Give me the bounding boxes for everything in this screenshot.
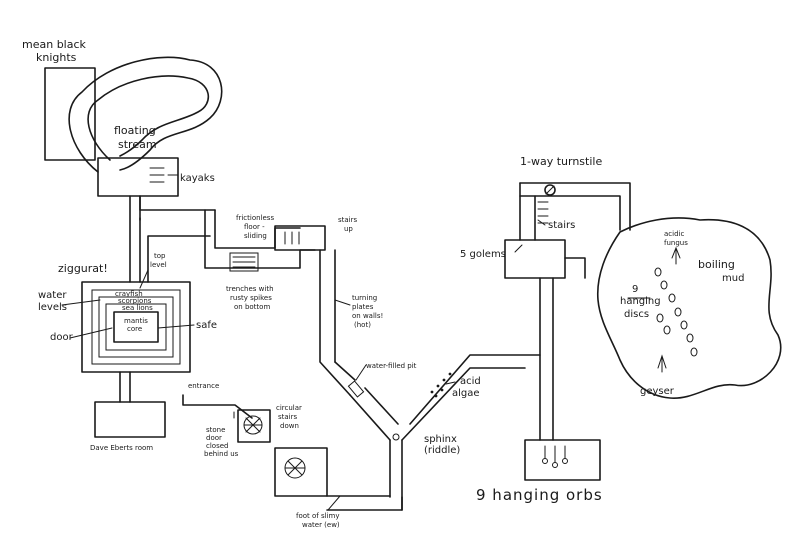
label-mean-black-knights-1: mean black xyxy=(22,38,87,51)
golems-corridor-down xyxy=(539,277,554,441)
label-acidic-fungus-1: acidic xyxy=(664,230,684,238)
label-stone-door-1: stone xyxy=(206,426,225,434)
stairs-up-hall xyxy=(274,225,326,251)
label-ziggurat: ziggurat! xyxy=(58,262,108,275)
corridor-ziggurat-down xyxy=(119,371,131,403)
label-water-filled-pit: water-filled pit xyxy=(366,362,417,370)
label-sphinx-1: sphinx xyxy=(424,434,457,445)
label-geyser: geyser xyxy=(640,386,675,397)
label-floating-stream-2: stream xyxy=(118,138,157,151)
label-hanging-discs-3: discs xyxy=(624,309,649,320)
label-sea-lions: sea lions xyxy=(122,304,153,312)
acidic-fungus-icon xyxy=(671,246,681,265)
boiling-mud-cavern xyxy=(596,217,782,399)
label-boiling-mud-2: mud xyxy=(722,273,744,284)
label-slimy-water-2: water (ew) xyxy=(302,521,340,529)
label-turning-plates-4: (hot) xyxy=(354,321,371,329)
label-acid-algae-2: algae xyxy=(452,388,480,399)
label-circular-stairs-1: circular xyxy=(276,404,302,412)
label-floating-stream-1: floating xyxy=(114,124,156,137)
label-top-level-1: top xyxy=(154,252,166,260)
label-nine-hanging-orbs: 9 hanging orbs xyxy=(476,486,603,504)
label-water-levels-2: levels xyxy=(38,302,67,313)
turnstile-top-corridor xyxy=(519,182,631,231)
corridor-ziggurat-up xyxy=(147,235,211,283)
label-door: door xyxy=(50,332,74,343)
hanging-discs-icon xyxy=(654,267,698,357)
label-stone-door-2: door xyxy=(206,434,222,442)
label-frictionless-3: sliding xyxy=(244,232,267,240)
corridor-kayak-down xyxy=(129,195,141,283)
label-water-levels-1: water xyxy=(38,290,67,301)
label-turning-plates-1: turning xyxy=(352,294,377,302)
corridor-sphinx-right xyxy=(401,354,541,441)
label-slimy-water-1: foot of slimy xyxy=(296,512,339,520)
turnstile-icon xyxy=(544,184,556,196)
dave-room xyxy=(94,401,166,438)
corridor-sphinx-left xyxy=(349,387,399,441)
label-turning-plates-3: on walls! xyxy=(352,312,383,320)
label-mantis-core-2: core xyxy=(127,325,142,333)
water-pit-marker xyxy=(347,380,365,398)
stairs-corridor xyxy=(519,182,536,241)
label-hanging-discs-1: 9 xyxy=(632,284,638,295)
label-acid-algae-1: acid xyxy=(460,376,481,387)
label-scorpions: scorpions xyxy=(118,297,152,305)
floating-stream xyxy=(68,56,223,173)
label-turning-plates-2: plates xyxy=(352,303,374,311)
corridor-turning-plates xyxy=(319,249,351,396)
label-circular-stairs-2: stairs xyxy=(278,413,298,421)
label-kayaks: kayaks xyxy=(180,173,215,184)
label-mantis-core-1: mantis xyxy=(124,317,148,325)
label-hanging-discs-2: hanging xyxy=(620,296,661,307)
slimy-water-wheel-icon xyxy=(284,457,306,479)
label-stone-door-4: behind us xyxy=(204,450,239,458)
label-frictionless-1: frictionless xyxy=(236,214,274,222)
knights-room xyxy=(44,67,96,161)
label-crayfish: crayfish xyxy=(115,290,143,298)
label-boiling-mud-1: boiling xyxy=(698,258,735,271)
label-stairs-up-1: stairs xyxy=(338,216,358,224)
label-sphinx-2: (riddle) xyxy=(424,445,460,456)
hanging-orbs-icon xyxy=(542,445,568,468)
label-one-way-turnstile: 1-way turnstile xyxy=(520,155,602,168)
slimy-water-room xyxy=(274,447,328,497)
label-dave-room: Dave Eberts room xyxy=(90,444,153,452)
label-entrance: entrance xyxy=(188,382,219,390)
entrance-corridor xyxy=(182,394,271,443)
label-mean-black-knights-2: knights xyxy=(36,51,77,64)
label-trenches-1: trenches with xyxy=(226,285,274,293)
orbs-room xyxy=(524,439,601,481)
label-trenches-2: rusty spikes xyxy=(230,294,272,302)
kayak-icon xyxy=(149,167,165,183)
label-stairs-up-2: up xyxy=(344,225,353,233)
kayak-room xyxy=(97,157,179,197)
label-stairs: stairs xyxy=(548,220,575,231)
label-frictionless-2: floor - xyxy=(244,223,265,231)
label-top-level-2: level xyxy=(150,261,167,269)
label-safe: safe xyxy=(196,320,217,331)
golems-room xyxy=(504,239,566,279)
leader-lines xyxy=(61,174,651,511)
label-circular-stairs-3: down xyxy=(280,422,299,430)
corridor-kayak-east xyxy=(139,195,216,221)
acid-algae-dots xyxy=(430,372,452,398)
label-five-golems: 5 golems xyxy=(460,249,506,260)
sphinx-icon xyxy=(392,433,400,441)
label-acidic-fungus-2: fungus xyxy=(664,239,688,247)
geyser-icon xyxy=(657,354,667,373)
label-stone-door-3: closed xyxy=(206,442,228,450)
corridor-sphinx-down xyxy=(389,439,403,511)
label-trenches-3: on bottom xyxy=(234,303,270,311)
